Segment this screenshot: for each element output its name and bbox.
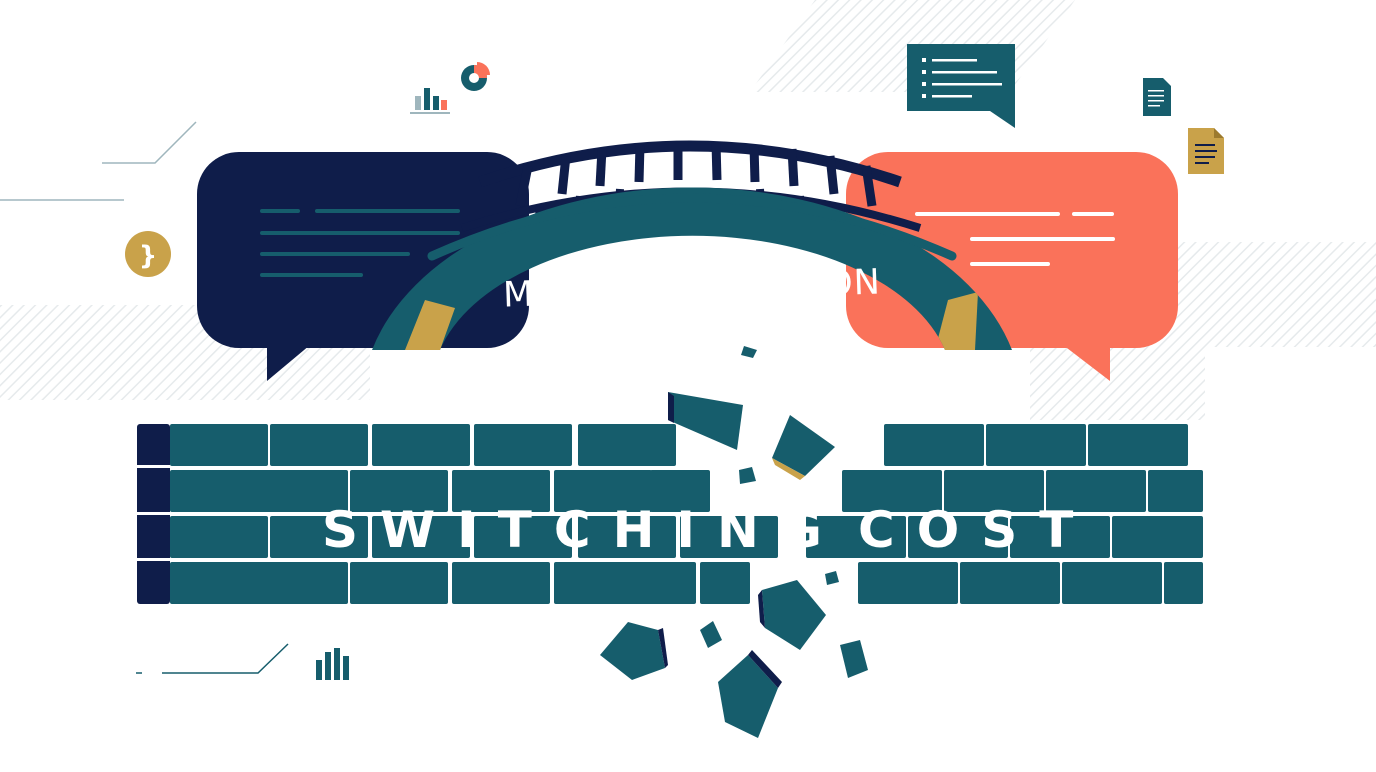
- wall-brick: [170, 516, 268, 558]
- wall-brick: [554, 470, 652, 512]
- document-icon: [1143, 78, 1171, 116]
- wall-brick: [170, 424, 268, 466]
- wall-brick: [650, 470, 710, 512]
- bar-chart-icon: [410, 88, 450, 114]
- wall-label-left: SWITCHING: [322, 501, 844, 559]
- wall-brick: [474, 424, 572, 466]
- wall-brick: [474, 516, 572, 558]
- wall-brick: [884, 424, 984, 466]
- bridge: MEMORY MIGRATION: [372, 140, 1012, 350]
- decor-lines: [0, 121, 289, 674]
- debris-piece: [718, 650, 782, 738]
- bridge-deck-rail: [427, 193, 957, 261]
- wall-brick: [1010, 516, 1110, 558]
- debris-piece: [758, 580, 826, 650]
- wall-label-right: COST: [858, 501, 1095, 559]
- wall-brick: [1046, 470, 1146, 512]
- wall-brick: [960, 562, 1060, 604]
- debris-piece: [772, 415, 835, 480]
- wall-brick: [858, 562, 958, 604]
- wall-brick: [170, 562, 268, 604]
- wall-brick: [170, 470, 268, 512]
- wall-brick: [554, 562, 652, 604]
- wall-endcap-lines: [137, 465, 170, 561]
- debris-piece: [668, 392, 743, 450]
- decor-line-bottom-left: [162, 643, 289, 674]
- debris-piece: [825, 571, 839, 585]
- wall-brick: [986, 424, 1086, 466]
- wall-brick: [700, 562, 750, 604]
- debris-piece: [741, 346, 757, 358]
- debris-piece: [739, 467, 756, 484]
- wall-debris: [600, 346, 868, 738]
- wall-brick: [578, 424, 676, 466]
- debris-piece: [700, 621, 722, 648]
- wall-brick: [270, 424, 368, 466]
- wall-brick: [908, 516, 1008, 558]
- hatch-panel-right-lower: [1030, 345, 1205, 420]
- wall-brick: [690, 516, 750, 558]
- wall-brick: [1148, 470, 1203, 512]
- wall-brick: [636, 562, 696, 604]
- wall-brick: [372, 424, 470, 466]
- wall-brick: [250, 562, 348, 604]
- wall-brick: [1088, 424, 1188, 466]
- bar-chart-icon-small: [316, 648, 349, 680]
- wall-bricks: [170, 424, 1203, 604]
- wall-brick: [1112, 516, 1203, 558]
- wall-brick: [350, 470, 448, 512]
- pie-chart-icon: [461, 62, 490, 91]
- chat-list-icon: [907, 44, 1015, 128]
- wall-brick: [842, 470, 942, 512]
- debris-piece: [600, 622, 668, 680]
- bridge-label: MEMORY MIGRATION: [502, 262, 881, 315]
- wall-brick: [452, 470, 550, 512]
- debris-piece: [840, 640, 868, 678]
- code-brace-icon: }: [125, 231, 171, 277]
- wall-brick: [372, 516, 470, 558]
- wall-brick: [578, 516, 676, 558]
- bridge-arch: [372, 187, 1012, 350]
- wall-brick: [944, 470, 1044, 512]
- wall-brick: [806, 516, 906, 558]
- wall-brick: [1062, 562, 1162, 604]
- code-badge-glyph: }: [139, 241, 158, 271]
- wall-brick: [452, 562, 550, 604]
- document-icon-gold: [1188, 128, 1224, 174]
- wall-brick: [1164, 562, 1203, 604]
- decor-line-top-left: [102, 121, 197, 164]
- brick-wall: SWITCHING COST: [137, 424, 1203, 604]
- bridge-gold-stripes: [405, 292, 978, 350]
- wall-brick: [350, 562, 448, 604]
- wall-brick: [250, 470, 348, 512]
- wall-brick: [270, 516, 368, 558]
